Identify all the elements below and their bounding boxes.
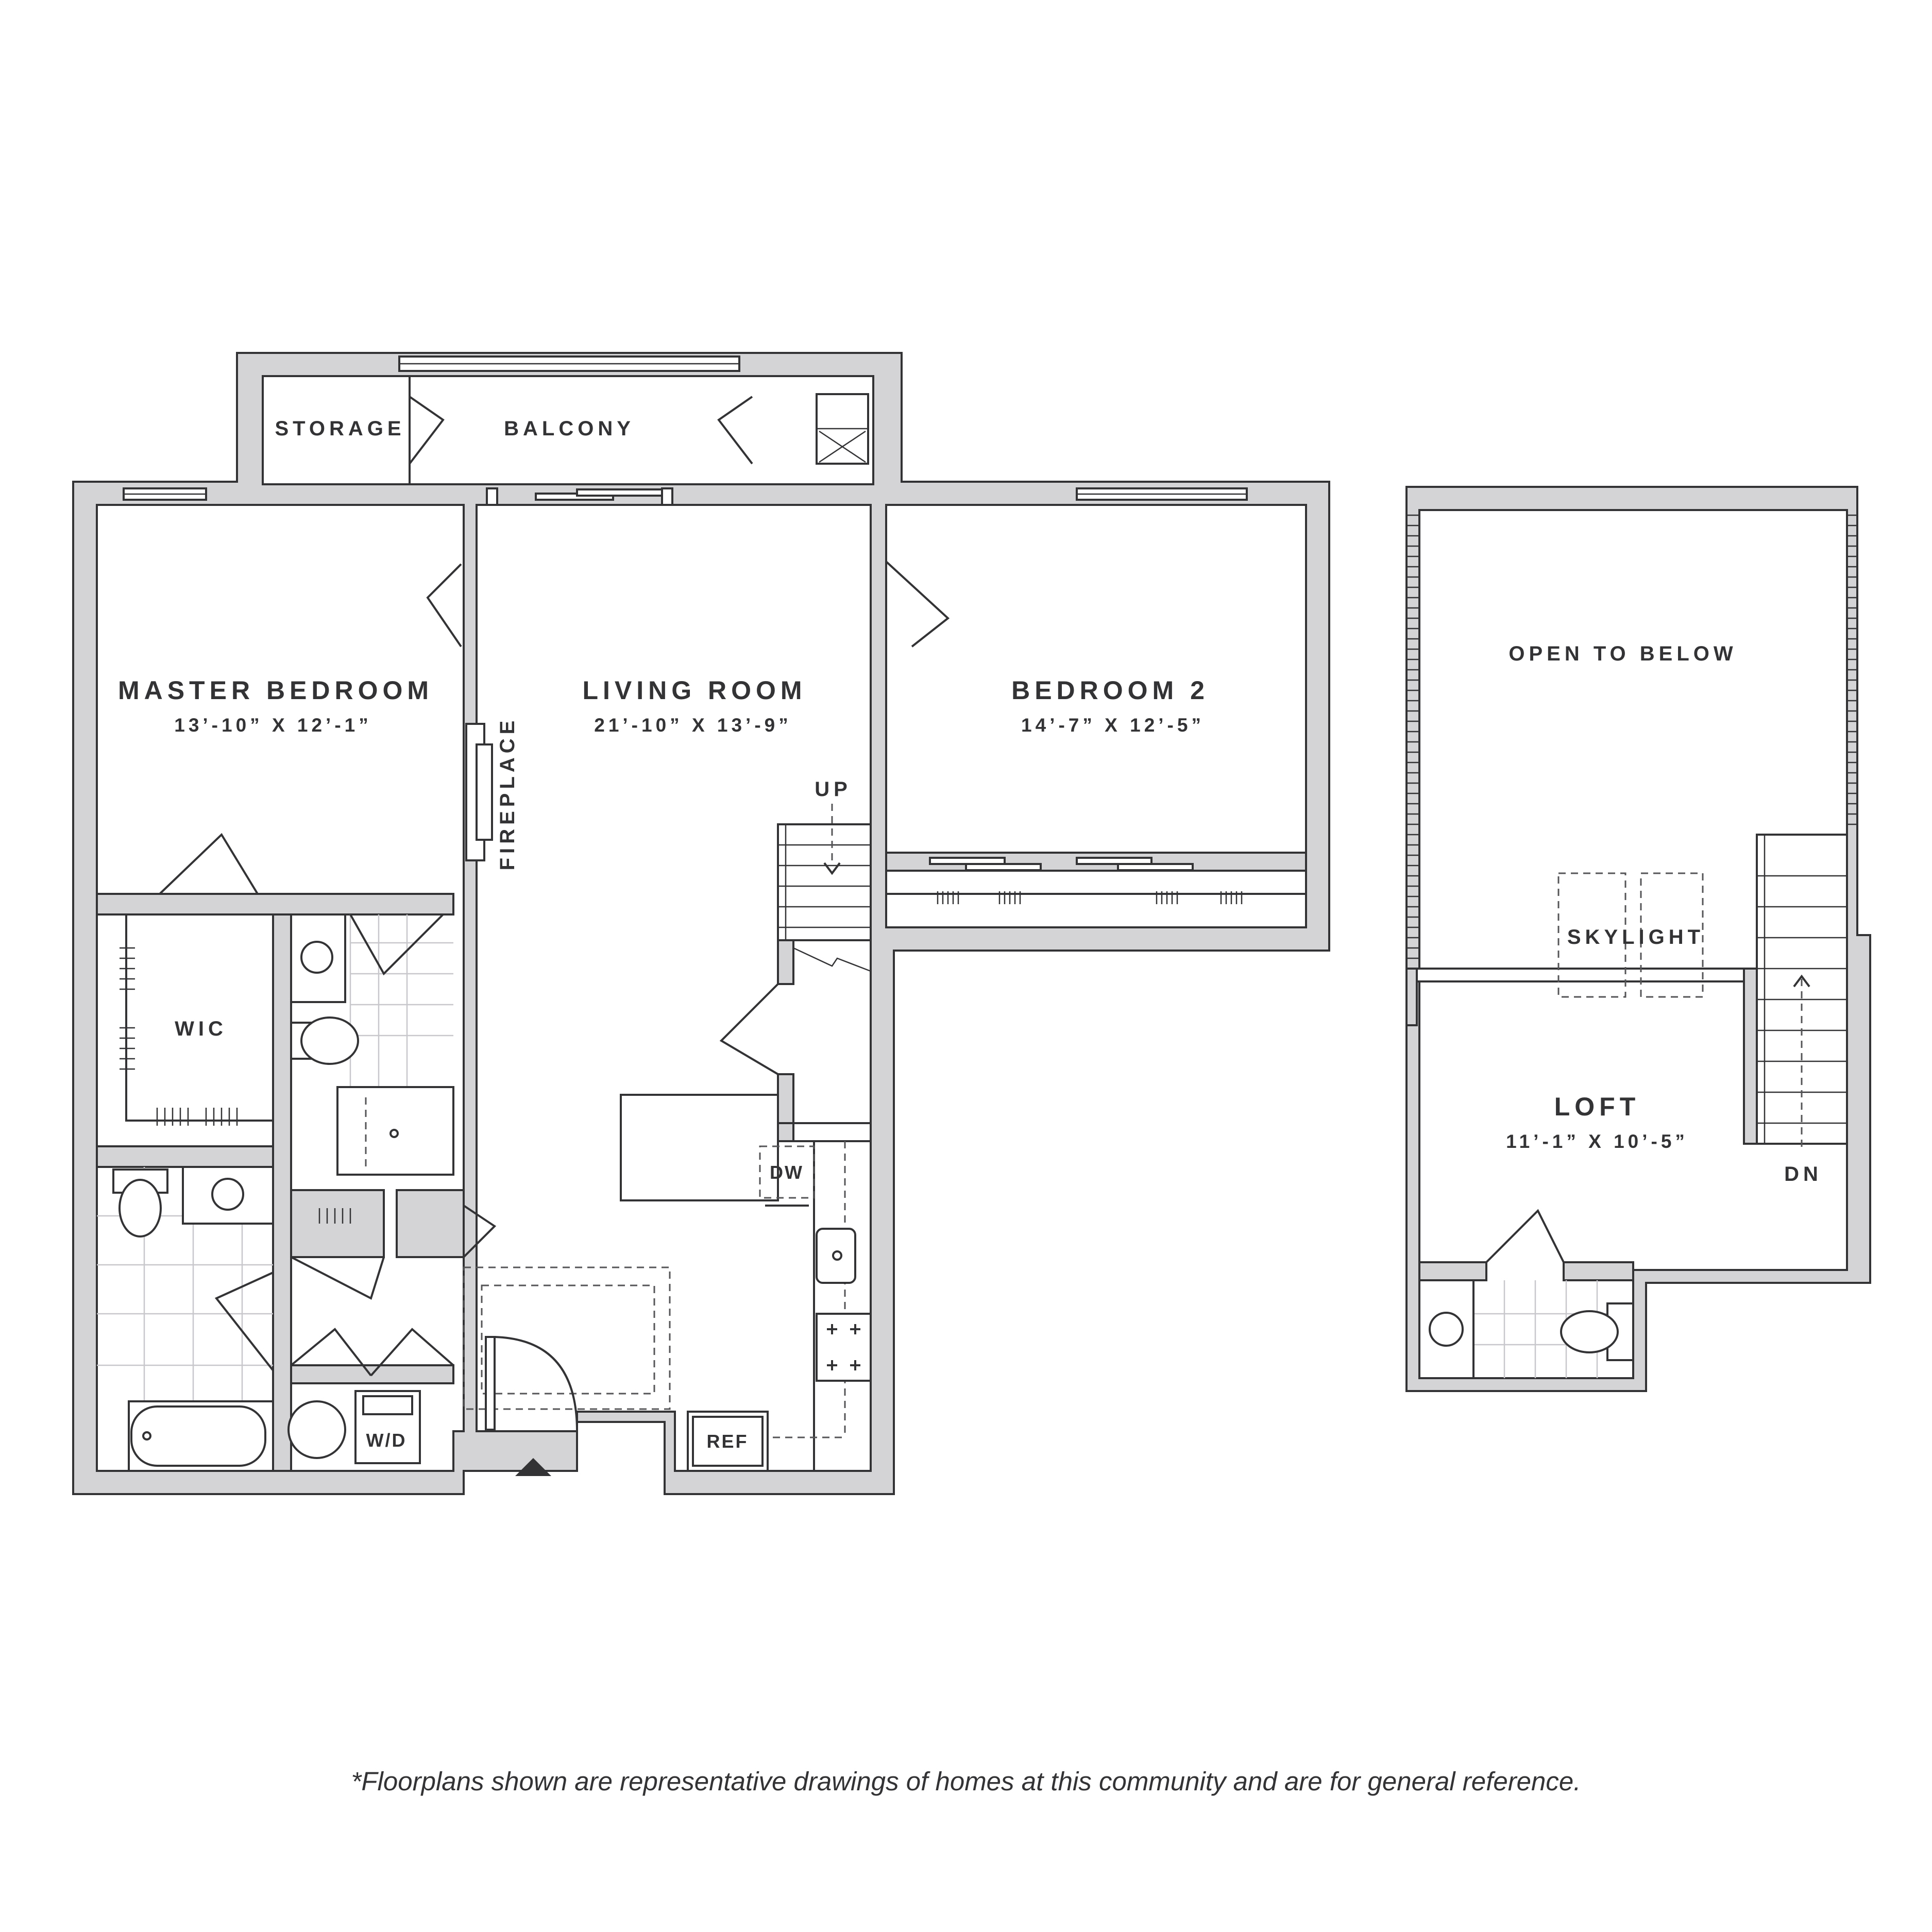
loft-railing bbox=[1406, 514, 1857, 959]
upper-level bbox=[1405, 486, 1871, 1392]
foyer-rug bbox=[463, 1266, 671, 1410]
refrigerator-label: REF bbox=[707, 1431, 749, 1452]
skylight-left bbox=[1557, 872, 1626, 998]
master-bedroom-door bbox=[426, 563, 462, 648]
stairs-up bbox=[777, 804, 872, 972]
main-level bbox=[72, 352, 1330, 1495]
fireplace-label: FIREPLACE bbox=[496, 717, 519, 871]
master-bedroom-size: 13’-10” X 12’-1” bbox=[174, 715, 371, 736]
storage-door bbox=[409, 396, 445, 465]
washer-dryer-label: W/D bbox=[366, 1430, 407, 1451]
kitchen-island bbox=[620, 1094, 779, 1201]
wic-door bbox=[159, 833, 259, 895]
fireplace bbox=[465, 723, 493, 861]
master-bedroom-label: MASTER BEDROOM bbox=[118, 676, 433, 705]
ensuite-bath-upper bbox=[290, 913, 454, 1176]
stairs-down-label: DN bbox=[1784, 1163, 1822, 1185]
open-to-below-label: OPEN TO BELOW bbox=[1509, 642, 1737, 665]
loft-bath-door bbox=[1485, 1209, 1565, 1263]
bedroom-2-closet bbox=[885, 852, 1307, 904]
bedroom-2-label: BEDROOM 2 bbox=[1011, 676, 1209, 705]
dishwasher-label: DW bbox=[770, 1162, 804, 1183]
bedroom-2-door bbox=[885, 561, 950, 648]
master-suite-partitions bbox=[96, 893, 454, 916]
skylight-right bbox=[1640, 872, 1704, 998]
balcony-label: BALCONY bbox=[504, 417, 635, 440]
living-room-size: 21’-10” X 13’-9” bbox=[594, 715, 791, 736]
hall-bath-door bbox=[214, 1272, 274, 1371]
skylight-label: SKYLIGHT bbox=[1567, 926, 1704, 948]
main-level-walls bbox=[72, 352, 1330, 1495]
balcony-sliding-door bbox=[486, 487, 673, 506]
stairs-down bbox=[1756, 834, 1848, 1149]
entry-arrow-icon bbox=[515, 1458, 551, 1476]
range bbox=[816, 1313, 872, 1382]
wic-label: WIC bbox=[175, 1018, 227, 1040]
living-room-label: LIVING ROOM bbox=[582, 676, 806, 705]
laundry bbox=[287, 1328, 454, 1464]
disclaimer-text: *Floorplans shown are representative dra… bbox=[351, 1767, 1581, 1796]
stairs-up-label: UP bbox=[815, 778, 852, 801]
labels: MASTER BEDROOM 13’-10” X 12’-1” LIVING R… bbox=[118, 417, 1822, 1452]
loft-label: LOFT bbox=[1554, 1092, 1640, 1121]
entry-door bbox=[494, 1336, 578, 1432]
windows bbox=[123, 355, 1248, 501]
hall-closet-door bbox=[719, 983, 779, 1075]
kitchen bbox=[620, 1094, 872, 1472]
loft-size: 11’-1” X 10’-5” bbox=[1506, 1131, 1688, 1152]
dishwasher bbox=[759, 1145, 815, 1199]
hall-bath bbox=[97, 1166, 274, 1472]
storage-label: STORAGE bbox=[275, 417, 405, 440]
loft-bath bbox=[1418, 1209, 1634, 1379]
bedroom-2-size: 14’-7” X 12’-5” bbox=[1021, 715, 1205, 736]
